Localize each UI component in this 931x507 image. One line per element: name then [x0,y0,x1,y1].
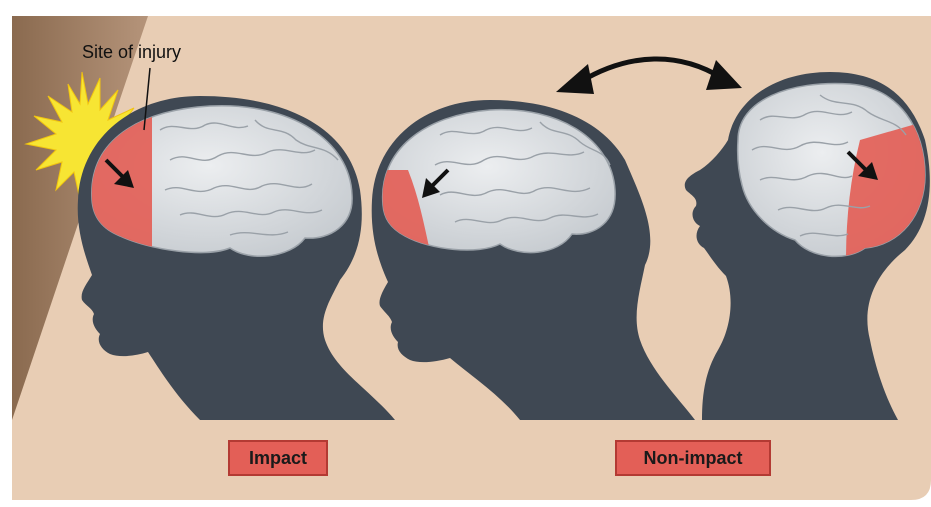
site-of-injury-label: Site of injury [82,42,181,63]
non-impact-label: Non-impact [615,440,771,476]
impact-label: Impact [228,440,328,476]
